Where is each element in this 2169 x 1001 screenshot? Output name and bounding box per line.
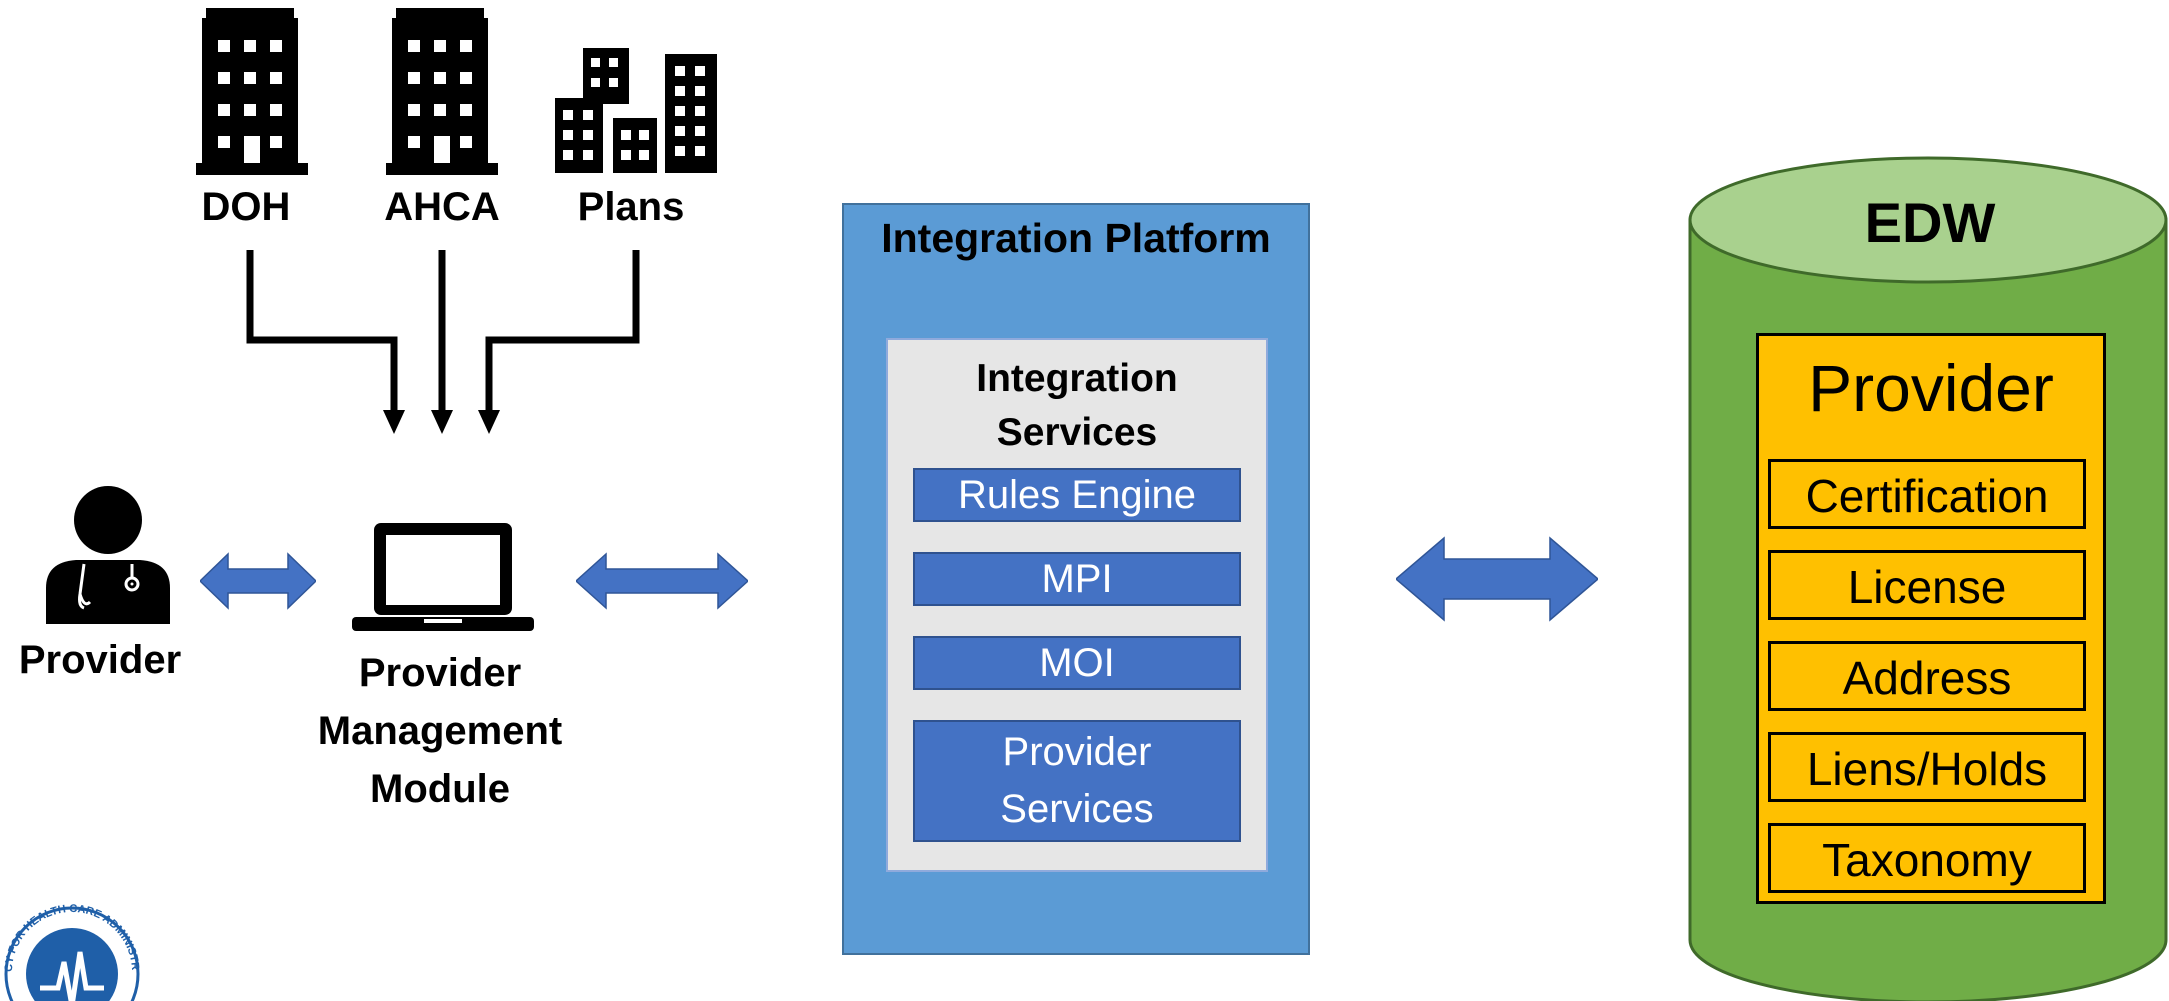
field-certification: Certification [1768,459,2086,529]
source-label-ahca: AHCA [384,185,500,229]
provider-module-double-arrow [200,552,316,610]
services-title-line-2: Services [996,411,1158,454]
ahca-building-icon [386,8,498,175]
module-platform-double-arrow [576,552,748,610]
module-label-line-3: Module [370,767,510,811]
provider-label: Provider [18,638,182,682]
provider-entity-title: Provider [1808,351,2054,425]
doh-building-icon [196,8,308,175]
field-liens-holds: Liens/Holds [1768,732,2086,802]
source-label-plans: Plans [577,185,685,229]
field-taxonomy: Taxonomy [1768,823,2086,893]
edw-title: EDW [1864,191,1996,254]
integration-platform-title: Integration Platform [881,215,1271,261]
platform-edw-double-arrow [1396,536,1598,622]
service-provider-services: Provider Services [913,720,1241,842]
module-label: Provider Management Module [290,644,590,818]
provider-services-line-2: Services [1000,787,1154,831]
field-license: License [1768,550,2086,620]
plans-city-buildings-icon [555,48,717,173]
laptop-icon [352,520,534,634]
source-connector-arrows [246,250,640,434]
source-label-doh: DOH [201,185,291,229]
service-rules-engine: Rules Engine [913,468,1241,522]
service-mpi: MPI [913,552,1241,606]
service-moi: MOI [913,636,1241,690]
field-address: Address [1768,641,2086,711]
integration-services-title: Integration Services [886,352,1268,460]
agency-logo: AGENCY FOR HEALTH CARE ADMINISTRATION [0,902,141,1001]
module-label-line-1: Provider [358,651,522,695]
module-label-line-2: Management [317,709,563,753]
doctor-icon [44,484,172,624]
services-title-line-1: Integration [976,357,1178,400]
provider-services-line-1: Provider [1002,730,1152,774]
